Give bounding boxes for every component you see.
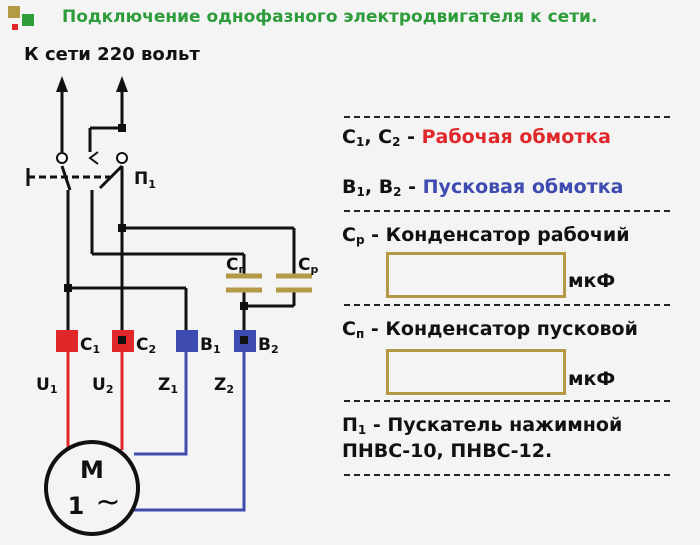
motor-label: М [80, 456, 104, 484]
divider [344, 304, 670, 306]
ac-symbol-icon: ~ [95, 485, 120, 520]
divider [344, 210, 670, 212]
terminal-b1 [176, 330, 198, 352]
start-capacitor-value-field[interactable] [386, 349, 566, 395]
wire-z1-label: Z1 [158, 375, 178, 396]
starting-winding-wires [134, 352, 246, 512]
wire-u2-label: U2 [92, 375, 113, 396]
run-capacitor-unit: мкФ [568, 270, 616, 292]
motor-phase: 1 [68, 492, 85, 520]
start-capacitor-unit: мкФ [568, 368, 616, 390]
terminal-b2-label: В2 [258, 335, 279, 356]
motor-circle [44, 440, 140, 536]
switch-symbol [88, 151, 99, 165]
legend-run-capacitor: Ср - Конденсатор рабочий [342, 224, 630, 247]
run-capacitor-value-field[interactable] [386, 252, 566, 298]
divider [344, 116, 670, 118]
wire-u1-label: U1 [36, 375, 57, 396]
capacitor-start-label: Сп [226, 255, 246, 276]
switch-contacts [56, 152, 128, 164]
terminal-c1 [56, 330, 78, 352]
supply-arrows [56, 76, 128, 92]
legend-working-winding: С1, С2 - Рабочая обмотка [342, 126, 611, 149]
junction-dots [64, 124, 248, 310]
terminal-b1-label: В1 [200, 335, 221, 356]
wire-z2-label: Z2 [214, 375, 234, 396]
divider [344, 474, 670, 476]
circuit-wires [26, 88, 296, 335]
legend-starting-winding: В1, В2 - Пусковая обмотка [342, 176, 624, 199]
divider [344, 400, 670, 402]
page-title: Подключение однофазного электродвигателя… [62, 7, 598, 27]
switch-label: П1 [134, 169, 156, 191]
capacitor-run [276, 273, 312, 293]
legend-switch: П1 - Пускатель нажимной [342, 414, 623, 437]
capacitor-run-label: Ср [298, 255, 318, 276]
terminal-c2-label: С2 [136, 335, 156, 356]
terminal-c1-label: С1 [80, 335, 100, 356]
legend-switch-models: ПНВС-10, ПНВС-12. [342, 440, 553, 462]
supply-label: К сети 220 вольт [24, 44, 200, 65]
legend-start-capacitor: Сп - Конденсатор пусковой [342, 318, 638, 341]
logo-squares [8, 6, 34, 30]
working-winding-wires [66, 352, 124, 450]
capacitor-start [226, 273, 262, 293]
